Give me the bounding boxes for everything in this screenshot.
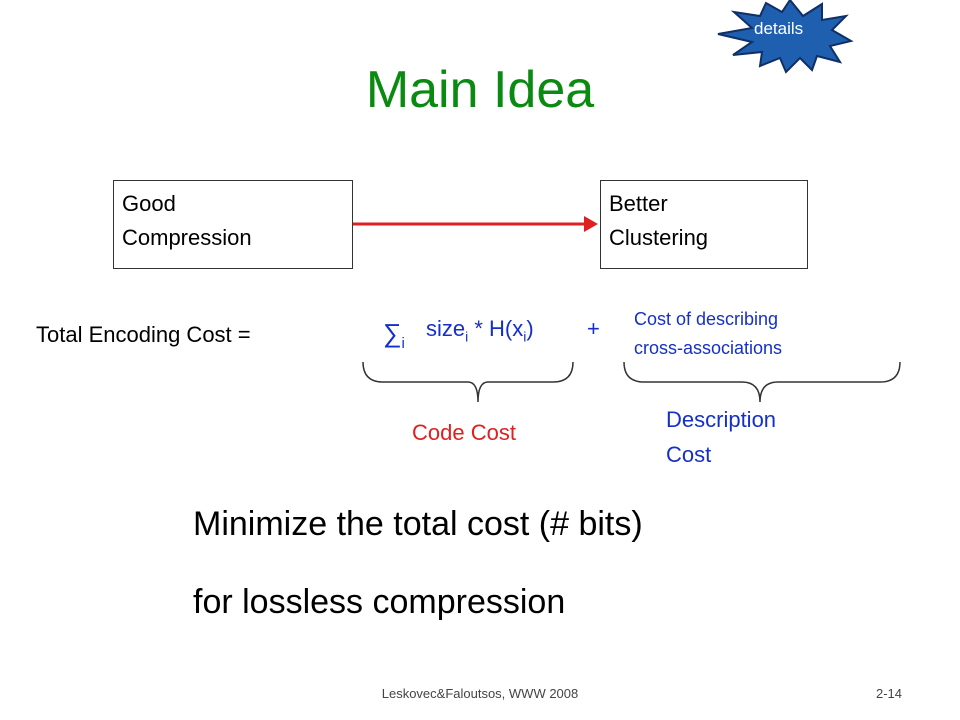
footer-text: Leskovec&Faloutsos, WWW 2008 — [381, 686, 579, 701]
summation-symbol: ∑i — [383, 318, 405, 352]
description-note-line1: Cost of describing — [634, 309, 779, 329]
right-arrow-icon — [353, 216, 598, 232]
better-clustering-line1: Better — [609, 191, 668, 216]
formula-mid: * H(x — [468, 316, 524, 341]
sigma-glyph: ∑ — [383, 318, 402, 348]
good-compression-line2: Compression — [122, 225, 252, 250]
formula-x-subscript: i — [523, 328, 527, 345]
description-cost-note: Cost of describing cross-associations — [634, 305, 782, 363]
better-clustering-line2: Clustering — [609, 225, 709, 250]
page-number: 2-14 — [876, 686, 903, 701]
code-cost-label: Code Cost — [412, 420, 516, 445]
description-cost-label: Description Cost — [666, 402, 776, 472]
main-text-line1: Minimize the total cost (# bits) — [193, 505, 643, 543]
description-note-line2: cross-associations — [634, 338, 783, 358]
details-starburst-shape — [717, 0, 854, 74]
code-cost-formula: sizei * H(xi) — [426, 316, 534, 344]
formula-close: ) — [526, 316, 534, 341]
page-title: Main Idea — [365, 61, 595, 119]
formula-size: size — [426, 316, 466, 341]
better-clustering-box: Better Clustering — [600, 180, 808, 269]
description-cost-brace — [623, 361, 901, 403]
main-text-line2: for lossless compression — [193, 583, 566, 621]
sigma-subscript: i — [401, 335, 405, 353]
good-compression-line1: Good — [122, 191, 176, 216]
total-encoding-cost-label: Total Encoding Cost = — [36, 322, 251, 347]
formula-size-subscript: i — [465, 328, 469, 345]
description-cost-line2: Cost — [666, 442, 712, 467]
code-cost-brace — [362, 361, 574, 403]
description-cost-line1: Description — [666, 407, 777, 432]
plus-sign: + — [587, 316, 600, 341]
good-compression-box: Good Compression — [113, 180, 353, 269]
details-badge-label[interactable]: details — [754, 19, 804, 38]
